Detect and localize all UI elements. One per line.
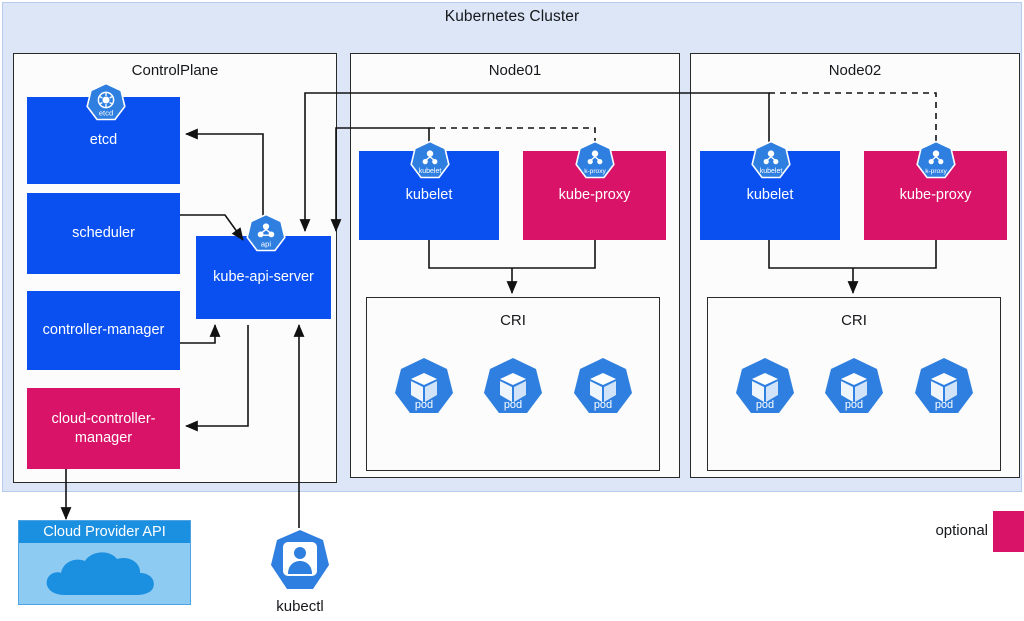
pod-label: pod — [845, 399, 863, 411]
etcd-badge-label: etcd — [99, 108, 113, 117]
kubelet-badge-label: kubelet — [419, 168, 442, 175]
cloud-icon — [46, 552, 154, 595]
pod-item[interactable]: pod — [732, 356, 798, 418]
node02-kube-proxy-icon: k-proxy — [915, 140, 957, 187]
pod-label: pod — [934, 399, 952, 411]
node02-cri-title: CRI — [841, 312, 867, 329]
node01-kubelet-icon: kubelet — [409, 140, 451, 187]
controller-manager-box[interactable]: controller-manager — [27, 291, 180, 370]
cloud-provider-api-label: Cloud Provider API — [19, 521, 190, 543]
pod-icon: pod — [394, 358, 453, 413]
node02-kubelet-icon: kubelet — [750, 140, 792, 187]
pod-icon: pod — [573, 358, 632, 413]
cluster-title: Kubernetes Cluster — [444, 8, 580, 25]
pod-icon: pod — [825, 358, 883, 413]
pod-item[interactable]: pod — [480, 356, 546, 418]
kubelet-badge-label: kubelet — [760, 168, 783, 175]
node01-kube-proxy-icon: k-proxy — [574, 140, 616, 187]
pod-item[interactable]: pod — [391, 356, 457, 418]
kubectl-icon[interactable] — [267, 528, 333, 594]
pod-item[interactable]: pod — [570, 356, 636, 418]
kproxy-badge-label: k-proxy — [925, 168, 947, 175]
legend-optional-swatch — [993, 511, 1024, 552]
kproxy-badge-label: k-proxy — [584, 168, 606, 175]
node01-cri-title: CRI — [500, 312, 526, 329]
pod-item[interactable]: pod — [821, 356, 887, 418]
pod-label: pod — [755, 399, 773, 411]
pod-item[interactable]: pod — [911, 356, 977, 418]
cloud-provider-api-box[interactable]: Cloud Provider API — [18, 520, 191, 605]
legend-optional-label: optional — [935, 522, 988, 539]
node01-pods-row: pod pod — [367, 356, 659, 418]
etcd-icon: etcd — [85, 82, 127, 129]
node01-cri-panel: CRI pod — [366, 297, 660, 471]
node02-title: Node02 — [828, 62, 882, 79]
control-plane-title: ControlPlane — [131, 62, 219, 79]
pod-icon: pod — [914, 358, 973, 413]
node01-title: Node01 — [488, 62, 542, 79]
pod-icon: pod — [735, 358, 794, 413]
pod-label: pod — [504, 399, 522, 411]
node02-pods-row: pod pod — [708, 356, 1000, 418]
api-badge-label: api — [261, 239, 271, 248]
scheduler-box[interactable]: scheduler — [27, 193, 180, 274]
kube-api-server-icon: api — [245, 213, 287, 260]
cloud-controller-manager-box[interactable]: cloud-controller-manager — [27, 388, 180, 469]
pod-label: pod — [593, 399, 611, 411]
kubectl-label: kubectl — [276, 598, 324, 615]
pod-icon: pod — [484, 358, 542, 413]
pod-label: pod — [414, 399, 432, 411]
node02-cri-panel: CRI pod — [707, 297, 1001, 471]
cloud-controller-manager-label: cloud-controller-manager — [51, 411, 156, 446]
